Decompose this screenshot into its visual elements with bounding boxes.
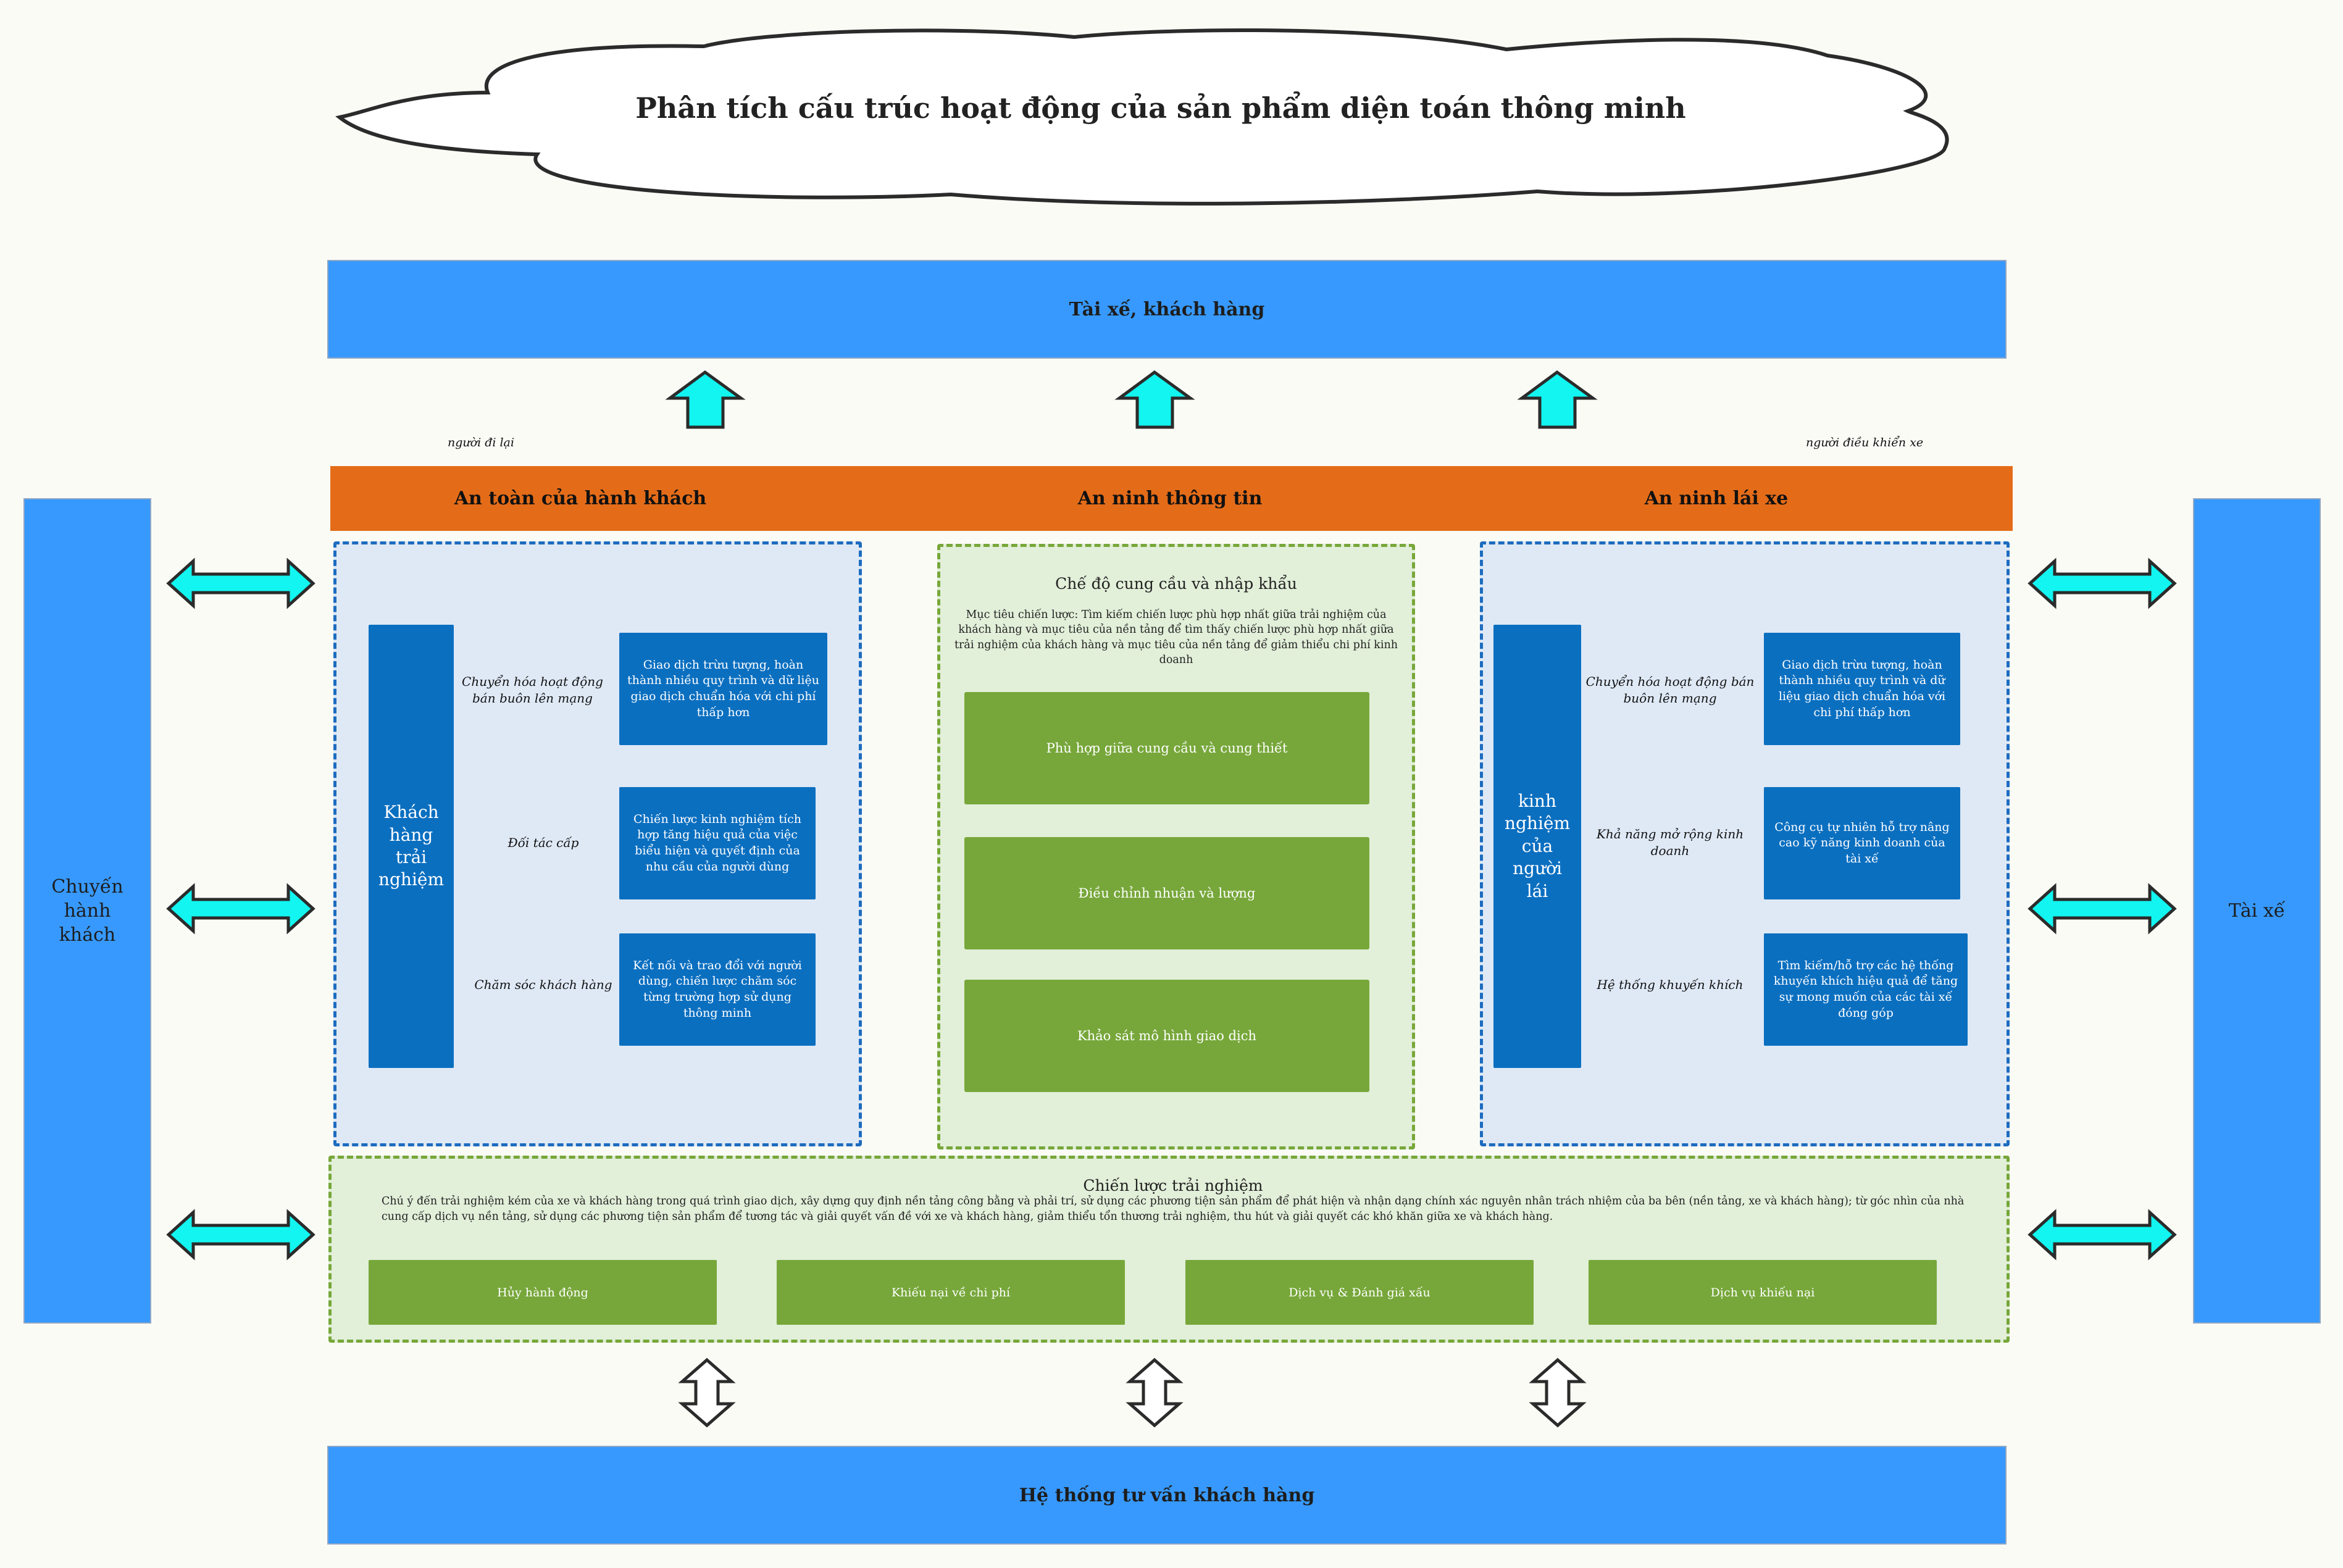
bottom-box: Dịch vụ & Đánh giá xấu [1185,1260,1534,1325]
bottom-box: Dịch vụ khiếu nại [1589,1260,1937,1325]
note-right: người điều khiển xe [1806,436,1924,449]
double-arrow-icon [2028,1209,2177,1261]
double-arrow-icon [2028,883,2177,935]
center-box: Phù hợp giữa cung cầu và cung thiết [964,692,1369,804]
double-arrow-icon [166,557,315,609]
up-down-arrow-icon [1529,1357,1587,1428]
up-arrow-icon [1114,370,1195,429]
center-box: Khảo sát mô hình giao dịch [964,980,1369,1092]
bottom-box: Khiếu nại về chi phí [777,1260,1125,1325]
top-bar: Tài xế, khách hàng [327,260,2007,359]
up-arrow-icon [665,370,746,429]
security-item-driver: An ninh lái xe [1644,488,1789,509]
center-panel-desc: Mục tiêu chiến lược: Tìm kiếm chiến lược… [954,608,1398,667]
bottom-panel-desc: Chú ý đến trải nghiệm kém của xe và khác… [382,1195,1965,1223]
bottom-panel-title: Chiến lược trải nghiệm [1083,1176,1263,1195]
right-row-box: Giao dịch trừu tượng, hoàn thành nhiều q… [1764,633,1960,745]
right-row-label: Chuyển hóa hoạt động bán buôn lên mạng [1585,673,1755,706]
up-arrow-icon [1517,370,1598,429]
bottom-box: Hủy hành động [369,1260,717,1325]
page-title: Phân tích cấu trúc hoạt động của sản phẩ… [635,91,1686,125]
left-row-box: Chiến lược kinh nghiệm tích hợp tăng hiệ… [619,787,816,899]
security-bar [330,466,2013,531]
right-row-label: Hệ thống khuyến khích [1597,977,1744,992]
left-bar: Chuyến hành khách [23,498,151,1324]
left-row-box: Giao dịch trừu tượng, hoàn thành nhiều q… [619,633,827,745]
left-row-label: Chăm sóc khách hàng [474,977,612,992]
center-box: Điều chỉnh nhuận và lượng [964,837,1369,949]
right-panel-column: kinh nghiệm của người lái [1493,625,1581,1068]
center-panel-title: Chế độ cung cầu và nhập khẩu [1055,574,1297,593]
double-arrow-icon [166,883,315,935]
security-item-information: An ninh thông tin [1077,488,1263,509]
title-cloud-shape [335,28,1949,206]
right-bar: Tài xế [2193,498,2321,1324]
left-panel-column: Khách hàng trải nghiệm [369,625,454,1068]
note-left: người đi lại [448,436,514,449]
double-arrow-icon [166,1209,315,1261]
double-arrow-icon [2028,557,2177,609]
left-row-box: Kết nối và trao đổi với người dùng, chiế… [619,933,816,1046]
right-row-box: Tìm kiếm/hỗ trợ các hệ thống khuyến khíc… [1764,933,1968,1046]
right-row-box: Công cụ tự nhiên hỗ trợ nâng cao kỹ năng… [1764,787,1960,899]
left-row-label: Đối tác cấp [507,835,579,850]
bottom-bar: Hệ thống tư vấn khách hàng [327,1446,2007,1545]
right-row-label: Khả năng mở rộng kinh doanh [1596,827,1744,858]
up-down-arrow-icon [678,1357,736,1428]
security-item-passenger: An toàn của hành khách [454,488,707,509]
up-down-arrow-icon [1126,1357,1184,1428]
left-row-label: Chuyển hóa hoạt động bán buôn lên mạng [462,673,603,706]
